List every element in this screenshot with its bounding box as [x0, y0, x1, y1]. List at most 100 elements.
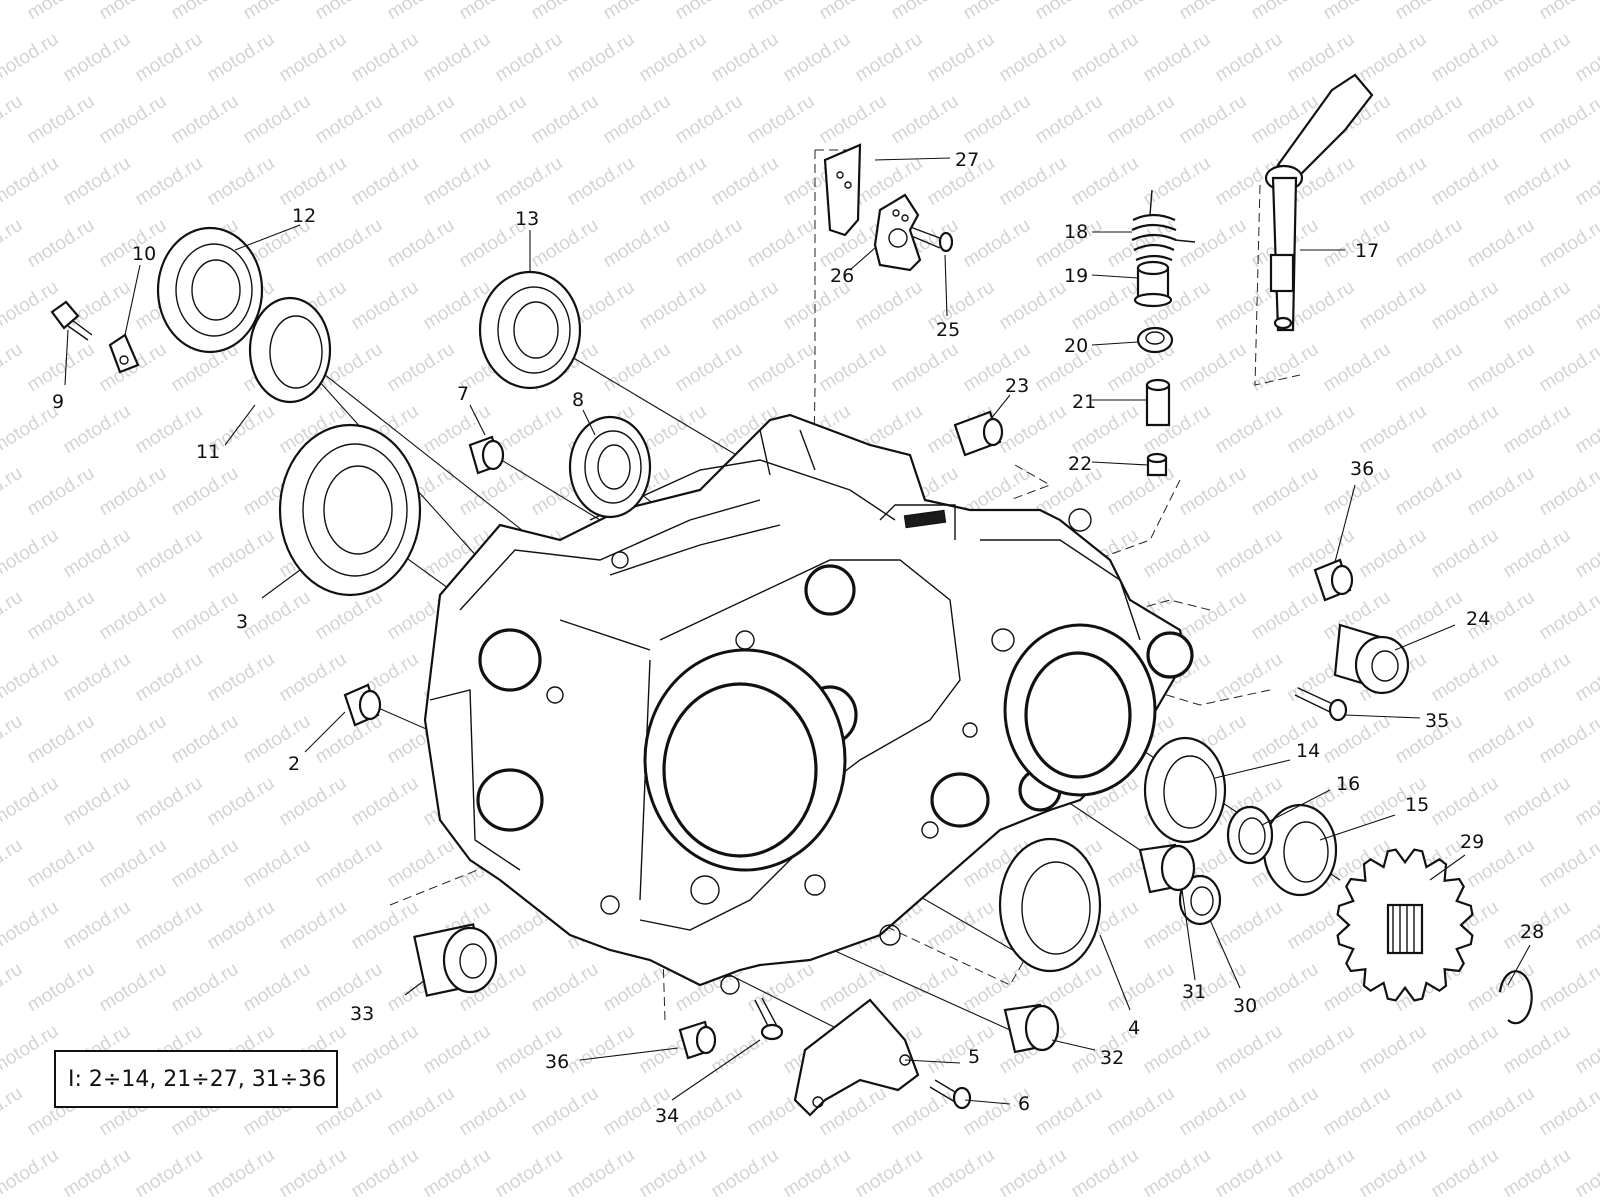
- watermark-text: motod.ru: [1464, 0, 1539, 24]
- watermark-text: motod.ru: [60, 401, 135, 459]
- watermark-text: motod.ru: [1140, 1021, 1215, 1079]
- watermark-text: motod.ru: [1068, 153, 1143, 211]
- watermark-text: motod.ru: [240, 835, 315, 893]
- watermark-text: motod.ru: [1212, 525, 1287, 583]
- bushing-33: [413, 923, 498, 997]
- watermark-text: motod.ru: [1176, 0, 1251, 24]
- bearing-12: [156, 226, 264, 354]
- watermark-text: motod.ru: [1104, 959, 1179, 1017]
- watermark-text: motod.ru: [1176, 587, 1251, 645]
- watermark-text: motod.ru: [1428, 401, 1503, 459]
- watermark-text: motod.ru: [132, 897, 207, 955]
- bracket-5: [793, 998, 920, 1117]
- watermark-text: motod.ru: [348, 773, 423, 831]
- cap-22: [1146, 452, 1168, 477]
- watermark-text: motod.ru: [744, 215, 819, 273]
- callout-27: 27: [955, 149, 979, 171]
- watermark-text: motod.ru: [1176, 91, 1251, 149]
- watermark-text: motod.ru: [24, 339, 99, 397]
- watermark-text: motod.ru: [60, 29, 135, 87]
- watermark-text: motod.ru: [168, 711, 243, 769]
- watermark-text: motod.ru: [528, 959, 603, 1017]
- watermark-text: motod.ru: [1284, 1145, 1359, 1200]
- callout-4: 4: [1128, 1017, 1140, 1039]
- watermark-text: motod.ru: [996, 277, 1071, 335]
- watermark-text: motod.ru: [24, 711, 99, 769]
- watermark-text: motod.ru: [1428, 277, 1503, 335]
- pin-21: [1145, 378, 1171, 427]
- watermark-text: motod.ru: [1428, 1145, 1503, 1200]
- bolt-25: [901, 224, 954, 253]
- watermark-text: motod.ru: [1356, 1145, 1431, 1200]
- watermark-text: motod.ru: [672, 339, 747, 397]
- bearing-13: [478, 270, 582, 390]
- watermark-text: motod.ru: [492, 29, 567, 87]
- dowel-23: [953, 410, 1004, 457]
- watermark-text: motod.ru: [276, 897, 351, 955]
- bolt-9: [50, 300, 93, 341]
- watermark-text: motod.ru: [672, 215, 747, 273]
- watermark-text: motod.ru: [132, 649, 207, 707]
- watermark-text: motod.ru: [888, 339, 963, 397]
- watermark-text: motod.ru: [1572, 277, 1600, 335]
- watermark-text: motod.ru: [1140, 29, 1215, 87]
- watermark-text: motod.ru: [1248, 339, 1323, 397]
- watermark-text: motod.ru: [852, 277, 927, 335]
- watermark-text: motod.ru: [1356, 153, 1431, 211]
- bolt-6: [929, 1079, 972, 1110]
- watermark-text: motod.ru: [0, 525, 62, 583]
- callout-25: 25: [936, 319, 960, 341]
- watermark-text: motod.ru: [0, 649, 62, 707]
- watermark-text: motod.ru: [1392, 91, 1467, 149]
- watermark-text: motod.ru: [1428, 29, 1503, 87]
- watermark-text: motod.ru: [384, 215, 459, 273]
- watermark-text: motod.ru: [1068, 1145, 1143, 1200]
- bushing-31: [1138, 843, 1196, 894]
- watermark-text: motod.ru: [240, 587, 315, 645]
- watermark-text: motod.ru: [1500, 1145, 1575, 1200]
- watermark-text: motod.ru: [60, 1145, 135, 1200]
- watermark-text: motod.ru: [636, 153, 711, 211]
- collar-19: [1133, 260, 1173, 308]
- callout-5: 5: [968, 1046, 980, 1068]
- watermark-text: motod.ru: [168, 0, 243, 24]
- watermark-text: motod.ru: [564, 1145, 639, 1200]
- callout-24: 24: [1466, 608, 1490, 630]
- watermark-text: motod.ru: [1464, 91, 1539, 149]
- watermark-text: motod.ru: [204, 649, 279, 707]
- watermark-text: motod.ru: [96, 711, 171, 769]
- watermark-text: motod.ru: [1500, 401, 1575, 459]
- watermark-text: motod.ru: [456, 91, 531, 149]
- watermark-text: motod.ru: [888, 91, 963, 149]
- watermark-text: motod.ru: [1320, 711, 1395, 769]
- callout-26: 26: [830, 265, 854, 287]
- watermark-text: motod.ru: [132, 773, 207, 831]
- watermark-text: motod.ru: [96, 463, 171, 521]
- watermark-text: motod.ru: [636, 1145, 711, 1200]
- watermark-text: motod.ru: [960, 0, 1035, 24]
- watermark-text: motod.ru: [204, 153, 279, 211]
- watermark-text: motod.ru: [132, 525, 207, 583]
- watermark-text: motod.ru: [1212, 401, 1287, 459]
- watermark-text: motod.ru: [60, 773, 135, 831]
- watermark-text: motod.ru: [1536, 0, 1600, 24]
- watermark-text: motod.ru: [1428, 153, 1503, 211]
- watermark-text: motod.ru: [60, 897, 135, 955]
- watermark-text: motod.ru: [1536, 463, 1600, 521]
- watermark-text: motod.ru: [744, 0, 819, 24]
- watermark-text: motod.ru: [168, 959, 243, 1017]
- callout-7: 7: [457, 383, 469, 405]
- watermark-text: motod.ru: [0, 1145, 62, 1200]
- callout-2: 2: [288, 753, 300, 775]
- oil-seal-11: [248, 296, 332, 404]
- watermark-text: motod.ru: [1500, 277, 1575, 335]
- watermark-text: motod.ru: [0, 153, 62, 211]
- assembly-legend-box: I: 2÷14, 21÷27, 31÷36: [54, 1050, 338, 1108]
- watermark-text: motod.ru: [384, 0, 459, 24]
- watermark-text: motod.ru: [1572, 1021, 1600, 1079]
- watermark-text: motod.ru: [780, 1145, 855, 1200]
- callout-22: 22: [1068, 453, 1092, 475]
- watermark-text: motod.ru: [636, 29, 711, 87]
- watermark-text: motod.ru: [1536, 1083, 1600, 1141]
- watermark-text: motod.ru: [60, 277, 135, 335]
